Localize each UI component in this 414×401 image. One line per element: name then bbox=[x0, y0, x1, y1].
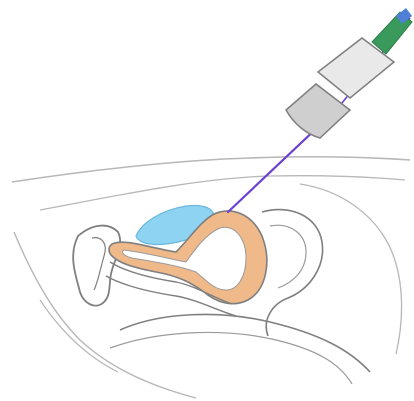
sacral-curve bbox=[300, 184, 402, 354]
probe-head bbox=[286, 84, 350, 138]
skin-contour bbox=[12, 157, 410, 182]
abdominal-wall-line bbox=[40, 176, 405, 210]
rectum-inner bbox=[270, 225, 306, 288]
ultrasound-probe-icon bbox=[286, 8, 412, 138]
bowel-loop-inner bbox=[110, 332, 352, 384]
